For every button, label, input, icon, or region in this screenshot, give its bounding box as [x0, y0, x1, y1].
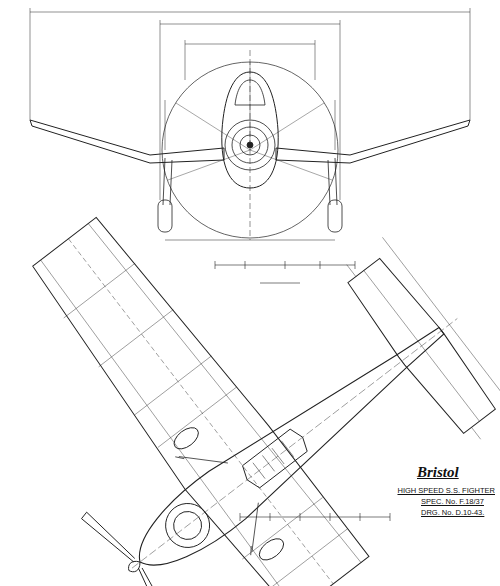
drawing-number: DRG. No. D.10-43. — [420, 508, 485, 517]
dimension-lines — [30, 8, 470, 240]
drawing-title: HIGH SPEED S.S. FIGHTER — [396, 486, 496, 495]
plan-view — [0, 80, 500, 586]
spec-number: SPEC. No. F.18/37 — [420, 497, 485, 506]
maker-logo: Bristol — [416, 464, 460, 481]
